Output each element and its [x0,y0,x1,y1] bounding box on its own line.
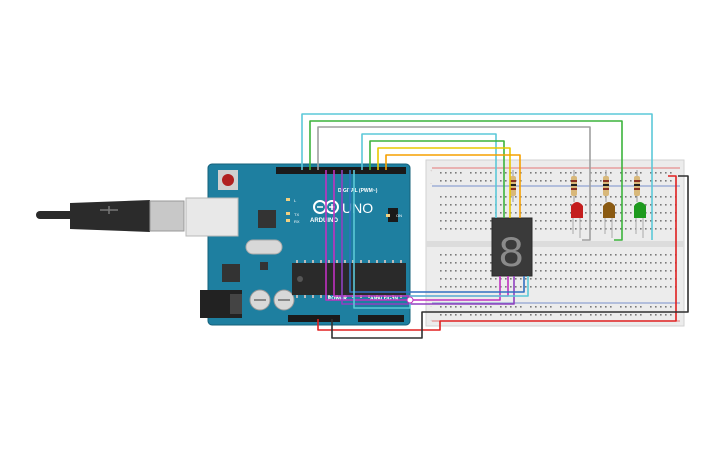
power-header[interactable] [288,315,340,322]
model-label: UNO [342,200,373,216]
led-red [571,202,583,238]
wire-green-seg [369,140,505,218]
digital-label: DIGITAL (PWM~) [338,188,378,194]
icsp-header [388,208,398,222]
resistor [634,170,640,202]
usb-chip [258,210,276,228]
rx-label: RX [294,219,300,224]
wire-cyan-led [301,113,653,240]
regulator-chip [222,264,240,282]
digital-header[interactable] [276,167,406,174]
display-digit: 8 [498,230,524,280]
wire-orange-seg [385,154,521,218]
wire-cyan-seg [361,133,497,218]
wire-red-power [317,175,677,331]
atmega-chip [292,263,406,295]
resistors [510,170,640,202]
wire-gray-led [317,126,591,241]
led-yellow [603,202,615,238]
rail-minus-label: − [430,304,433,309]
breadboard[interactable]: + − − + [425,159,685,327]
analog-header[interactable] [358,315,404,322]
reset-button-icon [222,174,234,186]
led-green [634,202,646,238]
leds [571,202,646,238]
crystal [245,239,283,255]
resistor [571,170,577,202]
resistor [510,170,516,202]
on-label: ON [396,213,402,218]
rail-minus-label: − [430,181,433,186]
wire-black-gnd [331,175,689,339]
usb-jack [185,197,239,237]
rail-plus-label: + [430,318,433,323]
wire-bend-handle[interactable] [406,296,414,304]
brand-label: ARDUINO [310,218,338,224]
power-label: POWER [328,296,347,302]
resistor [603,170,609,202]
rail-plus-label: + [430,168,433,173]
wire-green-led [309,120,623,241]
wire-yellow-seg [377,147,511,218]
tx-label: TX [294,212,299,217]
l-label: L [294,198,297,203]
wire-blue-seg [349,170,525,293]
seven-segment-display[interactable]: 8 [491,217,533,280]
arduino-board[interactable]: L TX RX ON DIGITAL (PWM~) POWER ANALOG I… [185,163,411,326]
wires[interactable] [301,113,689,339]
wire-purple-seg [341,170,515,305]
analog-label: ANALOG IN [370,296,398,302]
